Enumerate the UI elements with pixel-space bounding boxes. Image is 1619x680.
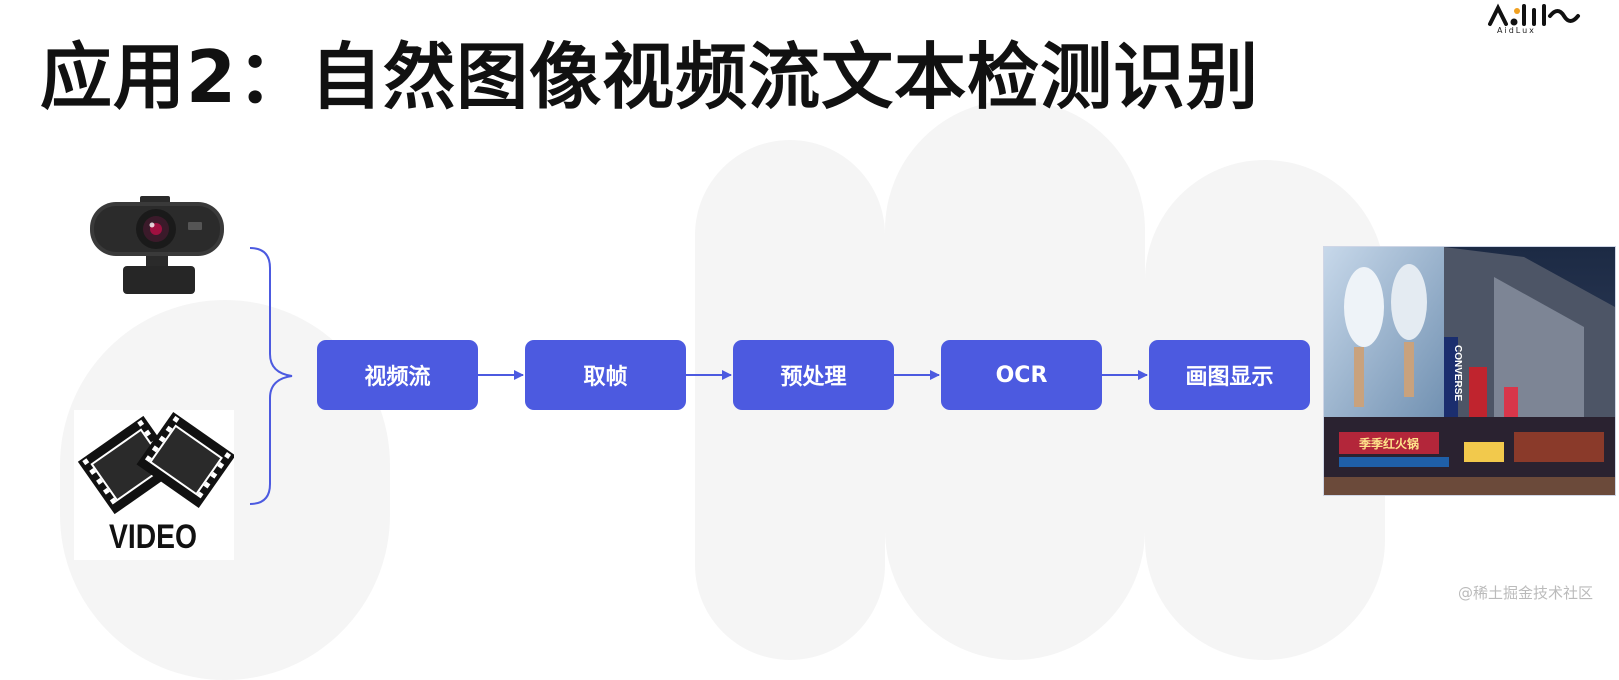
flow-step-draw-display: 画图显示 [1149, 340, 1310, 410]
flow-step-preprocess: 预处理 [733, 340, 894, 410]
video-label: VIDEO [109, 518, 197, 556]
flow-step-frame-grab: 取帧 [525, 340, 686, 410]
ocr-result-photo: CONVERSE 季季红火锅 [1323, 246, 1616, 496]
video-source-icon: VIDEO [74, 410, 236, 560]
watermark: @稀土掘金技术社区 [1458, 584, 1594, 602]
logo-icon [1488, 3, 1580, 26]
slide-title: 应用2：自然图像视频流文本检测识别 [40, 35, 1260, 119]
flow-step-video-stream: 视频流 [317, 340, 478, 410]
photo-sign-converse: CONVERSE [1452, 345, 1463, 401]
logo-text: AidLux [1497, 26, 1536, 35]
street-scene-image: CONVERSE 季季红火锅 [1324, 247, 1615, 495]
flow-step-ocr: OCR [941, 340, 1102, 410]
bracket-icon [249, 247, 293, 505]
webcam-icon [90, 196, 224, 294]
film-strip-icon: VIDEO [74, 410, 236, 560]
photo-sign-shop: 季季红火锅 [1358, 436, 1419, 451]
